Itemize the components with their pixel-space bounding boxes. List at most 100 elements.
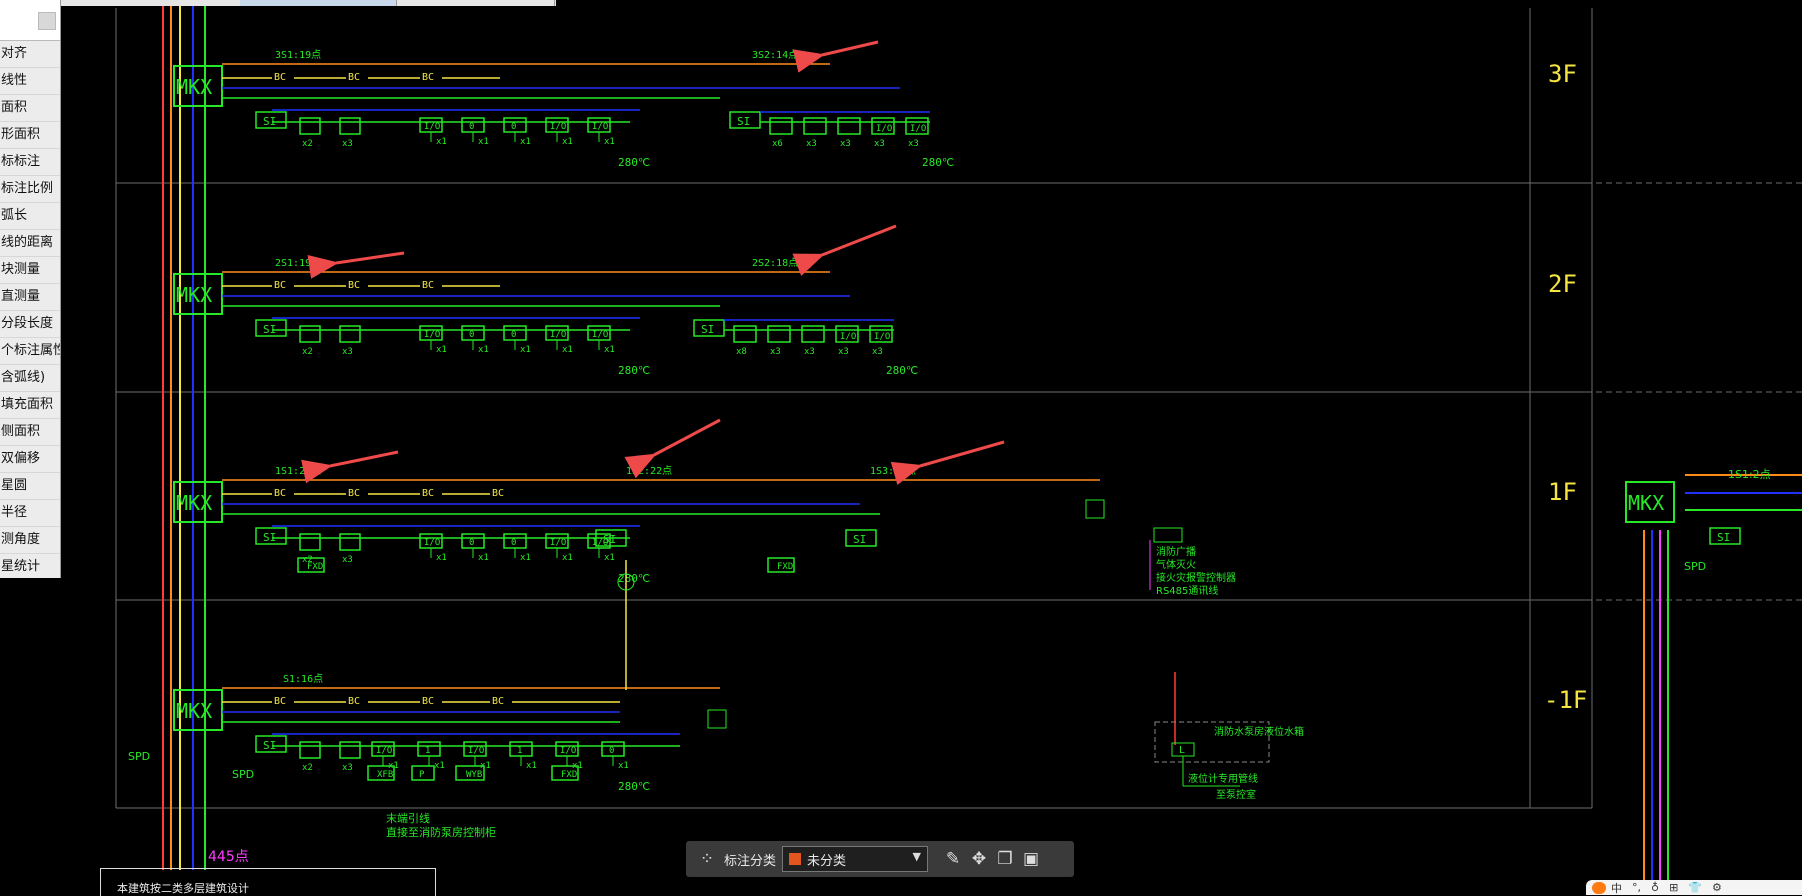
device-io-label: I/O (424, 330, 440, 340)
menu-item[interactable]: 个标注属性 (0, 338, 60, 365)
floor-label-1f: 1F (1548, 478, 1577, 506)
menu-item[interactable]: 星统计 (0, 554, 60, 578)
close-icon[interactable] (38, 12, 56, 30)
device-one-label: 1 (425, 746, 430, 756)
device-io-label: I/O (424, 122, 440, 132)
menu-item[interactable]: 块测量 (0, 257, 60, 284)
category-selected-value: 未分类 (807, 853, 847, 869)
fire-notes: 消防广播 气体灭火 接火灾报警控制器 RS485通讯线 (1149, 527, 1236, 597)
device-zero-label: 0 (609, 746, 614, 756)
category-label: 标注分类 (724, 852, 777, 868)
menu-item[interactable]: 填充面积 (0, 392, 60, 419)
annotation-toolbar: ⁘ 标注分类 未分类 ▼ ✎ ✥ ❐ ▣ (686, 841, 1074, 877)
device-count: x3 (838, 347, 849, 357)
menu-item[interactable]: 线性 (0, 68, 60, 95)
menu-item[interactable]: 对齐 (0, 41, 60, 68)
keyboard-icon[interactable]: ⊞ (1669, 881, 1679, 894)
device-zero-label: 0 (469, 122, 474, 132)
doc-tab-active[interactable] (240, 0, 397, 6)
menu-item[interactable]: 标标注 (0, 149, 60, 176)
loop-label: 3S1:19点 (275, 49, 321, 61)
device-count: x1 (520, 137, 531, 147)
device (835, 325, 859, 343)
menu-item[interactable]: 弧长 (0, 203, 60, 230)
symbol-count: x2 (302, 763, 313, 773)
device-count: x1 (526, 761, 537, 771)
device-count: x1 (604, 553, 615, 563)
skin-icon[interactable]: 👕 (1688, 881, 1702, 894)
device-count: x1 (436, 345, 447, 355)
menu-item[interactable]: 分段长度 (0, 311, 60, 338)
device (769, 117, 793, 135)
bottom-note-2: 直接至消防泵房控制柜 (386, 825, 496, 839)
symbol-box (339, 741, 361, 759)
device-count: x1 (520, 345, 531, 355)
edit-icon[interactable]: ✎ (945, 849, 961, 869)
menu-item[interactable]: 线的距离 (0, 230, 60, 257)
device-io-label: I/O (550, 122, 566, 132)
move-icon[interactable]: ✥ (971, 849, 987, 869)
bc-tag: BC (492, 488, 504, 499)
mkx-label: MKX (176, 283, 212, 307)
menu-item[interactable]: 侧面积 (0, 419, 60, 446)
menu-item[interactable]: 含弧线) (0, 365, 60, 392)
si-label: SI (603, 533, 616, 546)
temp-label: 280℃ (618, 364, 650, 377)
copy-icon[interactable]: ❐ (997, 849, 1013, 869)
ime-logo-icon[interactable] (1592, 881, 1606, 894)
bc-tag: BC (348, 72, 360, 83)
symbol-count: x3 (342, 763, 353, 773)
menu-item[interactable]: 半径 (0, 500, 60, 527)
si-box (595, 529, 627, 547)
paste-icon[interactable]: ▣ (1022, 849, 1040, 869)
menu-item[interactable]: 面积 (0, 95, 60, 122)
device (905, 117, 929, 135)
design-note-box: 本建筑按二类多层建筑设计 (100, 868, 436, 896)
device-count: x1 (604, 345, 615, 355)
arrow-1s2 (624, 418, 721, 479)
doc-tab[interactable] (396, 0, 555, 6)
riser-count: 445点 (208, 849, 249, 865)
note-fire-3: 接火灾报警控制器 (1156, 571, 1236, 584)
device-count: x3 (806, 139, 817, 149)
tray-item[interactable]: °, (1632, 881, 1641, 894)
wyb-box (455, 765, 485, 781)
menu-item[interactable]: 测角度 (0, 527, 60, 554)
device-io-label: I/O (550, 330, 566, 340)
menu-item[interactable]: 标注比例 (0, 176, 60, 203)
speaker-box (707, 709, 727, 729)
loop-label: 3S2:14点 (752, 49, 798, 61)
menu-item[interactable]: 直测量 (0, 284, 60, 311)
tray-item[interactable]: 中 (1611, 881, 1622, 895)
water-title: 消防水泵房液位水箱 (1214, 725, 1304, 738)
device (801, 325, 825, 343)
mic-icon[interactable]: ♁ (1651, 881, 1660, 894)
device-count: x1 (480, 761, 491, 771)
si-label: SI (853, 533, 866, 546)
device-io-label: I/O (592, 538, 608, 548)
device (869, 325, 893, 343)
bottom-note-1: 末端引线 (386, 811, 430, 825)
document-tab-strip[interactable] (0, 0, 556, 6)
device-one-label: 1 (517, 746, 522, 756)
xfb-box (367, 765, 395, 781)
loop-label: 2S2:18点 (752, 257, 798, 269)
panel-l: L (1179, 745, 1185, 756)
category-select[interactable]: 未分类 ▼ (782, 846, 929, 872)
settings-icon[interactable]: ⚙ (1711, 881, 1722, 894)
menu-item[interactable]: 星圆 (0, 473, 60, 500)
device-count: x3 (770, 347, 781, 357)
device-label: I/O (840, 332, 856, 342)
menu-item[interactable]: 双偏移 (0, 446, 60, 473)
grid-icon[interactable]: ⁘ (699, 849, 715, 869)
device-io-label: I/O (592, 122, 608, 132)
symbol-count: x2 (302, 139, 313, 149)
wyb-box-label: WYB (466, 770, 482, 780)
menu-item[interactable]: 形面积 (0, 122, 60, 149)
chevron-down-icon: ▼ (912, 850, 922, 863)
si-box (729, 111, 761, 129)
